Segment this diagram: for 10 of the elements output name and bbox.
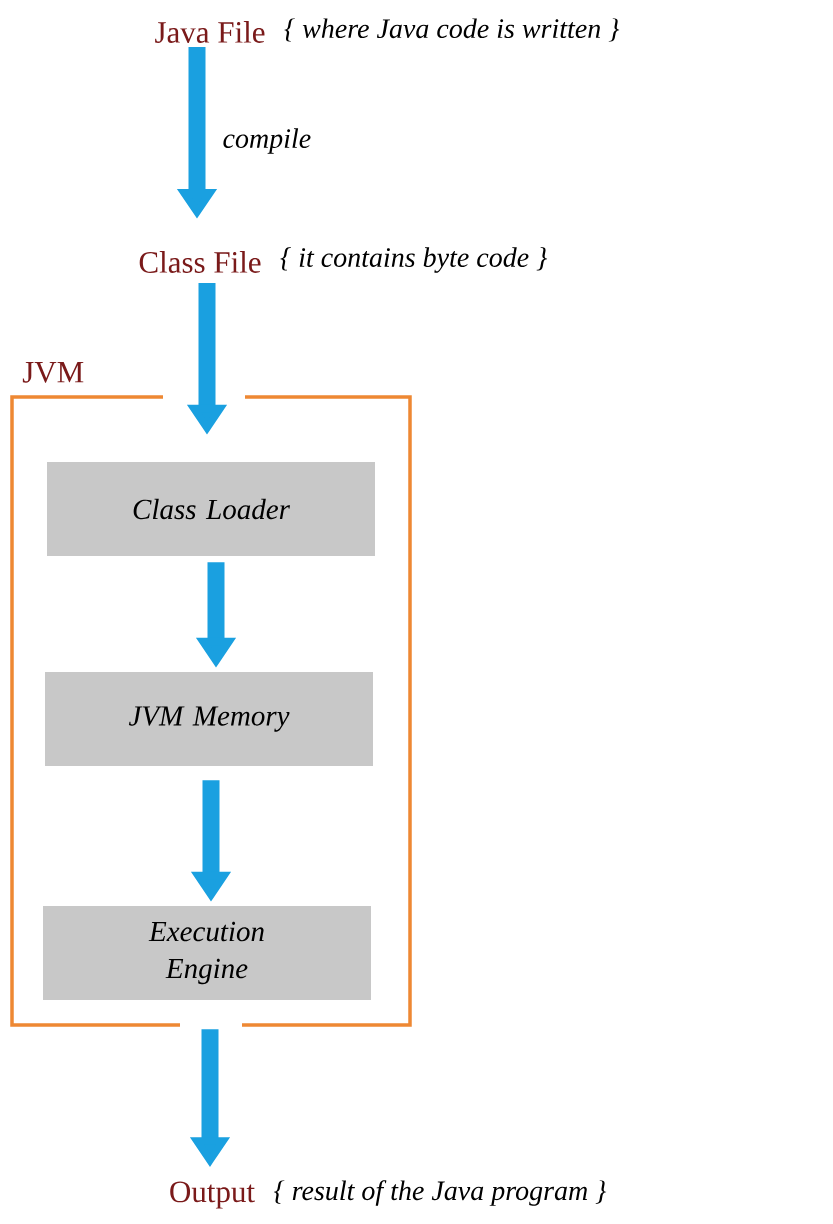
process-box: Execution Engine (43, 906, 371, 1000)
note-text: { result of the Java program } (273, 1180, 607, 1206)
edge-label: compile (223, 128, 311, 154)
title-text: Java File (155, 21, 265, 43)
note-text: { where Java code is written } (284, 18, 620, 42)
note-text: { it contains byte code } (280, 247, 548, 273)
process-box: JVM Memory (45, 672, 373, 766)
title-text: Class File (139, 251, 261, 273)
title-text: Output (170, 1181, 255, 1209)
process-box: Class Loader (47, 462, 375, 556)
